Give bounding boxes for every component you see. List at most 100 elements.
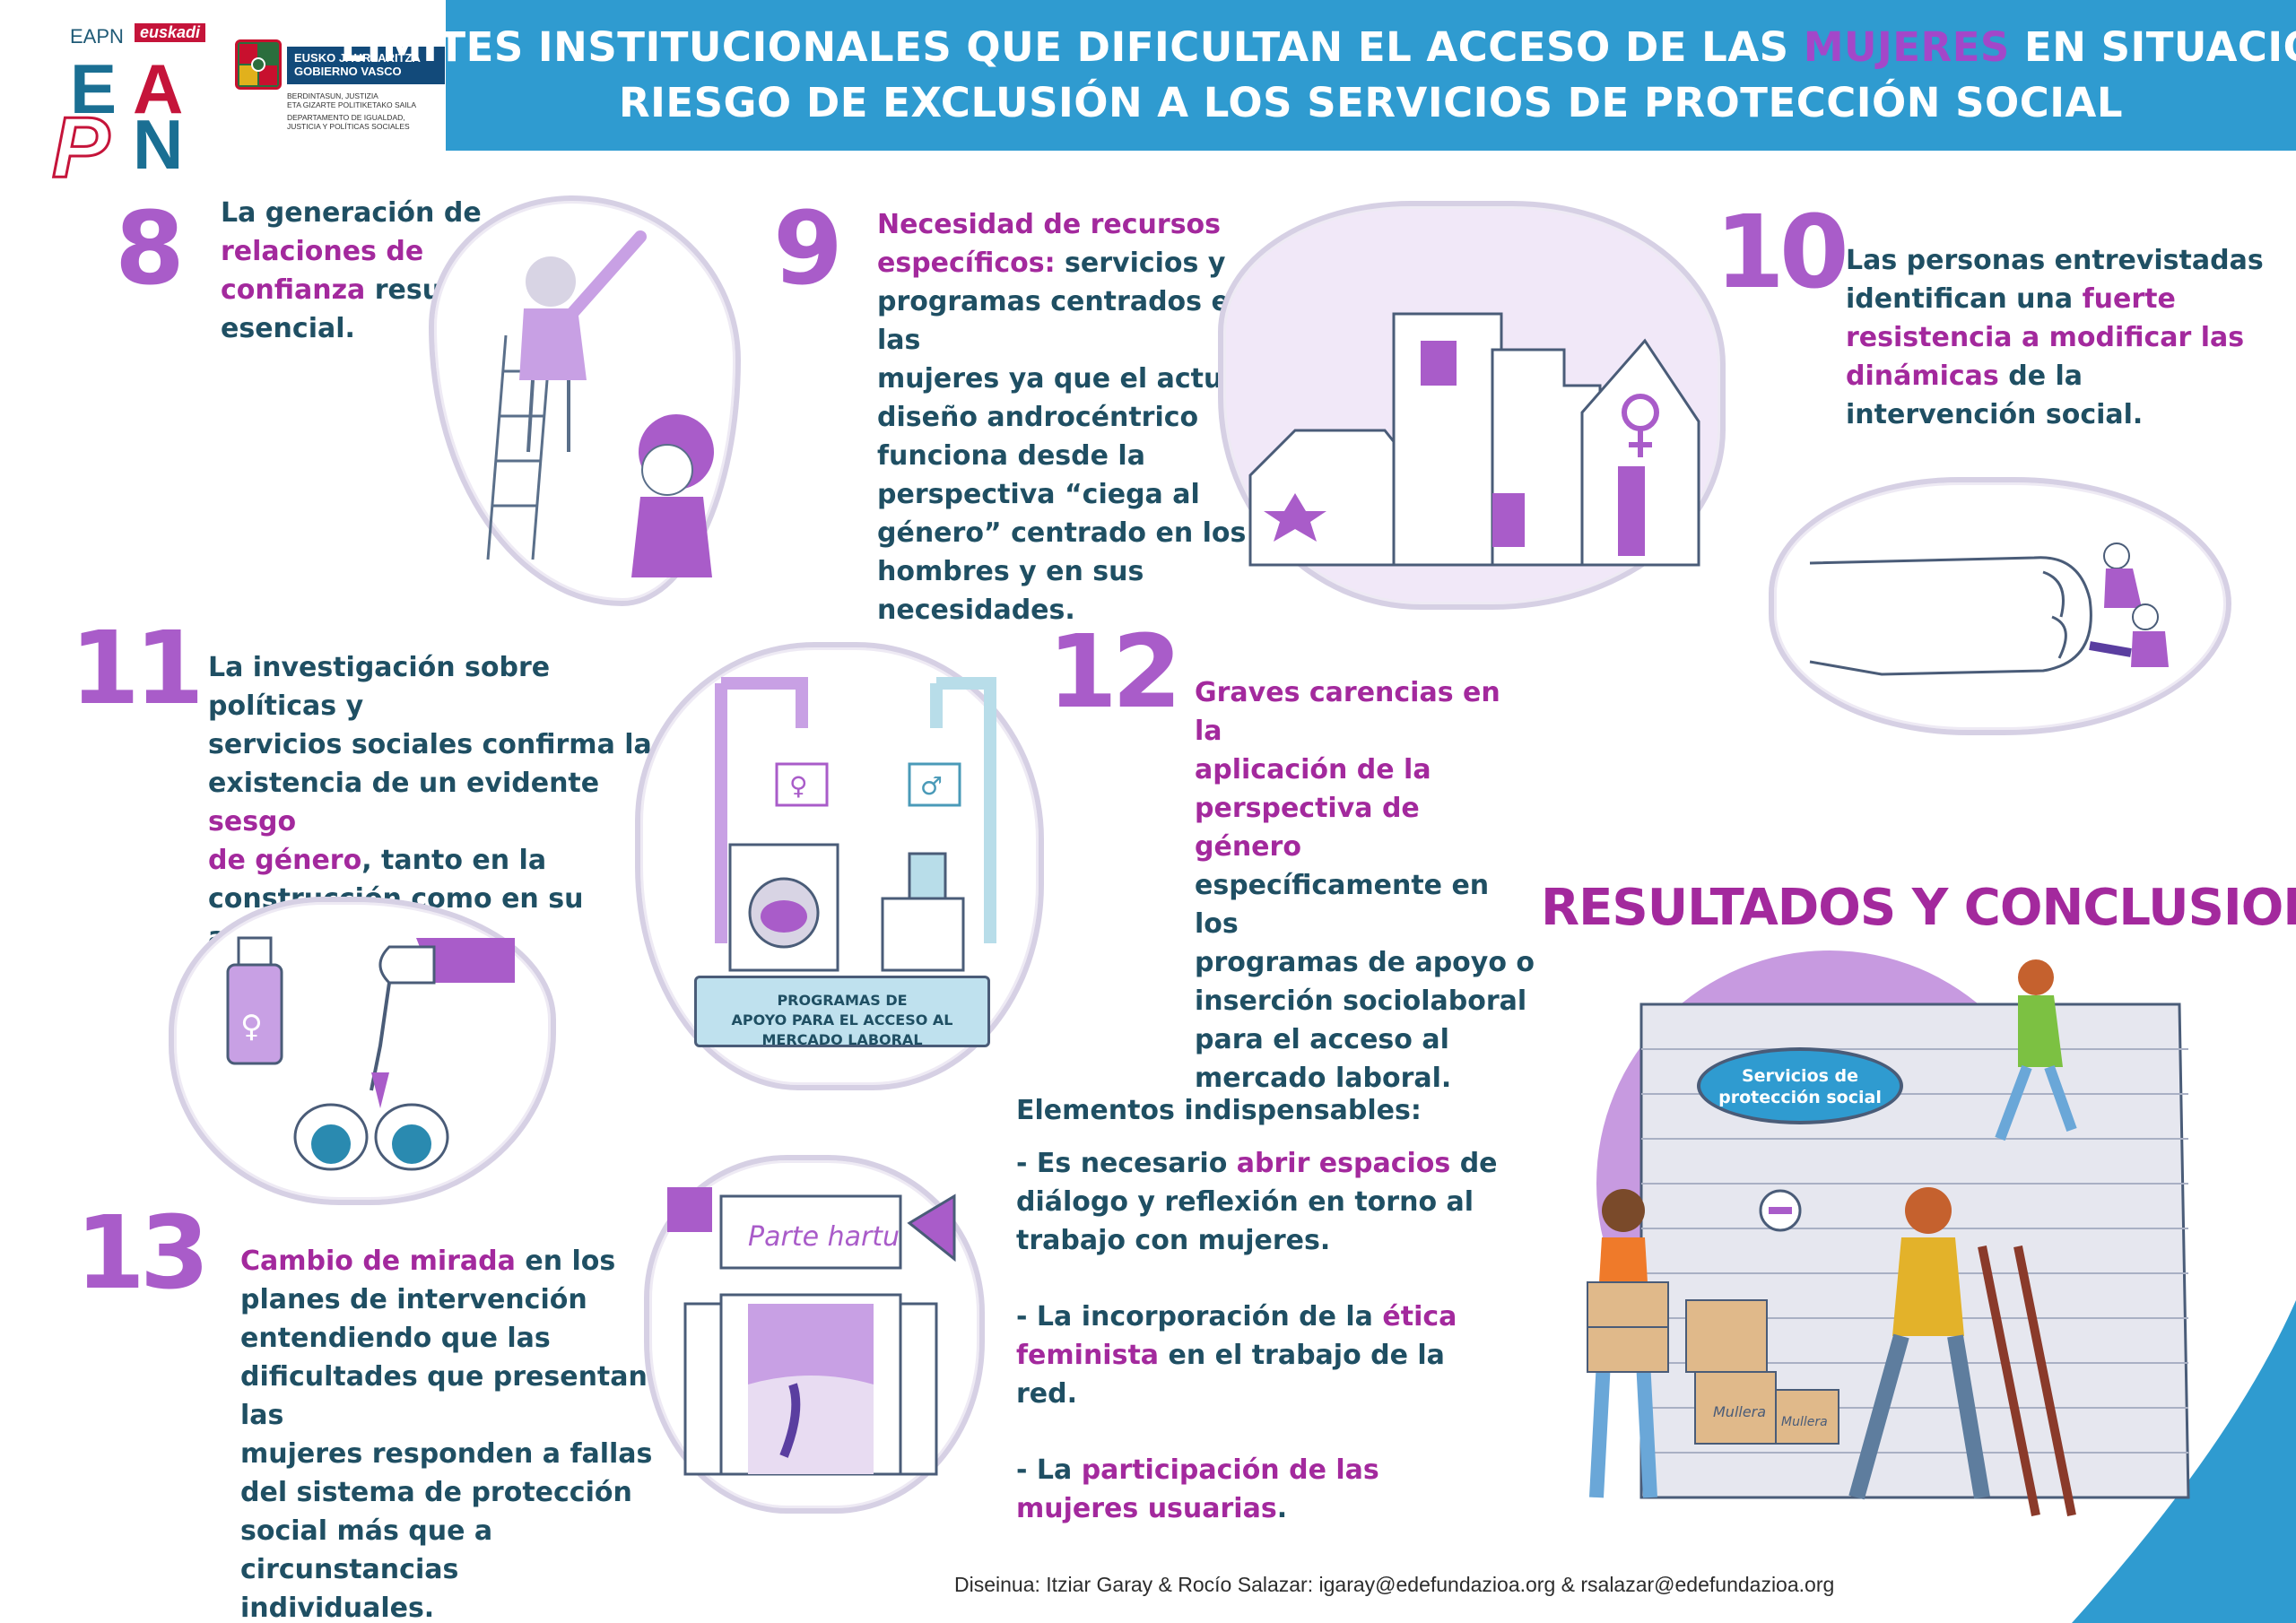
fist-illustration xyxy=(1769,477,2231,735)
bullet-1-line-2: diálogo y reflexión en torno al xyxy=(1016,1186,1474,1218)
item-10-line: dinámicas de la xyxy=(1846,357,2267,395)
social-services-sign: Servicios de protección social xyxy=(1697,1047,1903,1124)
item-11-line: La investigación sobre políticas y xyxy=(208,652,551,722)
department-basque: BERDINTASUN, JUSTIZIA ETA GIZARTE POLITI… xyxy=(287,91,448,109)
essentials-bullet-2: - La incorporación de la ética feminista… xyxy=(1016,1298,1518,1413)
government-name-box: EUSKO JAURLARITZA GOBIERNO VASCO xyxy=(287,47,445,84)
item-13-line: Cambio de mirada en los xyxy=(240,1242,671,1280)
item-13-line: mujeres responden a fallas xyxy=(240,1438,653,1470)
box-label-1: Mullera xyxy=(1713,1403,1766,1420)
header-line-1-start: LIMITES INSTITUCIONALES QUE DIFICULTAN E… xyxy=(340,23,1804,71)
header-line-1-end: EN SITUACIÓN O xyxy=(2024,23,2296,71)
item-13-line: del sistema de protección xyxy=(240,1477,632,1508)
item-11-line: existencia de un evidente sesgo xyxy=(208,764,674,841)
item-13-line: social más que a circunstancias xyxy=(240,1515,493,1585)
item-11-highlight: sesgo xyxy=(208,806,297,838)
bullet-1-text: de xyxy=(1450,1148,1498,1179)
bullet-2-highlight: feminista xyxy=(1016,1340,1160,1371)
item-10-text-fragment: identifican una xyxy=(1846,283,2083,315)
item-9-highlight: Necesidad de recursos xyxy=(877,209,1222,240)
footer-credits: Diseinua: Itziar Garay & Rocío Salazar: … xyxy=(954,1573,1835,1596)
number-8: 8 xyxy=(115,191,185,308)
item-12-text: Graves carencias en la aplicación de la … xyxy=(1195,673,1535,1098)
programs-label-line-1: PROGRAMAS DE xyxy=(777,992,908,1009)
item-9-line: diseño androcéntrico xyxy=(877,402,1199,433)
number-9: 9 xyxy=(773,191,843,308)
item-13-line: individuales. xyxy=(240,1593,435,1623)
item-11-line: servicios sociales confirma la xyxy=(208,729,652,760)
item-9-line: perspectiva “ciega al xyxy=(877,479,1200,510)
bullet-3-highlight: mujeres usuarias xyxy=(1016,1493,1277,1524)
number-12: 12 xyxy=(1048,614,1182,731)
eapn-small-text: EAPN xyxy=(70,25,124,48)
item-12-highlight: Graves carencias en la xyxy=(1195,677,1500,747)
dept-spanish-line1: DEPARTAMENTO DE IGUALDAD, xyxy=(287,113,405,122)
svg-text:♀: ♀ xyxy=(789,771,808,801)
item-9-text: Necesidad de recursos específicos: servi… xyxy=(877,205,1272,629)
header-line-2: RIESGO DE EXCLUSIÓN A LOS SERVICIOS DE P… xyxy=(618,79,2124,126)
item-9-line: género” centrado en los xyxy=(877,517,1247,549)
bullet-3-text: - La xyxy=(1016,1454,1082,1486)
item-10-text-fragment: de la xyxy=(1998,360,2083,392)
header-title-band: LIMITES INSTITUCIONALES QUE DIFICULTAN E… xyxy=(340,0,2296,151)
essentials-bullet-3: - La participación de las mujeres usuari… xyxy=(1016,1451,1518,1528)
item-13-text: Cambio de mirada en los planes de interv… xyxy=(240,1242,671,1623)
essentials-heading: Elementos indispensables: xyxy=(1016,1095,1422,1126)
item-9-highlight: específicos: xyxy=(877,247,1056,279)
item-8-highlight: confianza xyxy=(221,274,366,306)
svg-text:♂: ♂ xyxy=(920,771,943,801)
eye-drops-illustration: ♀ xyxy=(169,897,556,1205)
item-9-line: mujeres ya que el actual xyxy=(877,363,1250,395)
item-13-text-fragment: en los xyxy=(515,1245,616,1277)
item-9-line: necesidades. xyxy=(877,595,1075,626)
box-label-2: Mullera xyxy=(1781,1415,1828,1429)
eapn-letter-a: A xyxy=(133,49,184,128)
bullet-2-text: en el trabajo de la xyxy=(1159,1340,1445,1371)
protest-doors-illustration: Parte hartu xyxy=(644,1155,985,1514)
item-12-line: programas de apoyo o xyxy=(1195,947,1535,978)
ladder-illustration xyxy=(429,195,741,606)
bullet-3-highlight: participación de las xyxy=(1081,1454,1379,1486)
number-11: 11 xyxy=(70,611,204,727)
item-12-line: inserción sociolaboral xyxy=(1195,985,1527,1017)
protest-sign-text: Parte hartu xyxy=(748,1221,900,1253)
item-8-line: La generación de xyxy=(221,197,482,229)
social-services-sign-line-2: protección social xyxy=(1718,1088,1882,1107)
bullet-3-text: . xyxy=(1276,1493,1288,1524)
house-illustration xyxy=(1218,201,1726,610)
item-9-line: programas centrados en las xyxy=(877,286,1249,356)
bullet-1-line-3: trabajo con mujeres. xyxy=(1016,1225,1331,1256)
basque-coat-of-arms-icon xyxy=(235,39,282,90)
item-10-highlight: fuerte xyxy=(2082,283,2176,315)
item-9-line: funciona desde la xyxy=(877,440,1145,472)
bullet-1-text: - Es necesario xyxy=(1016,1148,1237,1179)
dept-basque-line2: ETA GIZARTE POLITIKETAKO SAILA xyxy=(287,100,417,109)
header-highlight-mujeres: MUJERES xyxy=(1803,23,2010,71)
item-11-text-fragment: , tanto en la xyxy=(361,845,547,876)
item-8-line: esencial. xyxy=(221,313,355,344)
item-10-text: Las personas entrevistadas identifican u… xyxy=(1846,241,2267,434)
item-11-highlight: de género xyxy=(208,845,362,876)
government-name-basque: EUSKO JAURLARITZA xyxy=(294,51,421,65)
essentials-bullet-1: - Es necesario abrir espacios de diálogo… xyxy=(1016,1144,1518,1260)
essentials-block: Elementos indispensables: - Es necesario… xyxy=(1016,1091,1518,1528)
item-9-line: específicos: servicios y xyxy=(877,244,1272,282)
item-9-line: hombres y en sus xyxy=(877,556,1144,587)
programs-label-box: PROGRAMAS DE APOYO PARA EL ACCESO AL MER… xyxy=(694,976,990,1048)
bullet-1-highlight: abrir espacios xyxy=(1236,1148,1451,1179)
department-spanish: DEPARTAMENTO DE IGUALDAD, JUSTICIA Y POL… xyxy=(287,113,448,131)
item-11-line: de género, tanto en la xyxy=(208,841,674,880)
job-programs-illustration: ♀ ♂ PROGRAMAS DE APOYO PARA EL ACCESO AL… xyxy=(635,642,1044,1090)
number-13: 13 xyxy=(75,1195,210,1312)
item-10-line: Las personas entrevistadas xyxy=(1846,245,2264,276)
bullet-2-highlight: ética xyxy=(1382,1301,1457,1332)
header-line-1: LIMITES INSTITUCIONALES QUE DIFICULTAN E… xyxy=(340,20,2296,75)
eapn-letter-p: P xyxy=(50,100,110,195)
government-name-spanish: GOBIERNO VASCO xyxy=(294,65,402,78)
wall-climbers-illustration: Mullera Mullera Servicios de protección … xyxy=(1534,942,2296,1623)
svg-text:♀: ♀ xyxy=(240,1009,263,1045)
item-10-highlight: resistencia a modificar las xyxy=(1846,322,2245,353)
dept-spanish-line2: JUSTICIA Y POLÍTICAS SOCIALES xyxy=(287,122,410,131)
item-12-highlight: aplicación de la xyxy=(1195,754,1431,785)
item-13-highlight: Cambio de mirada xyxy=(240,1245,516,1277)
